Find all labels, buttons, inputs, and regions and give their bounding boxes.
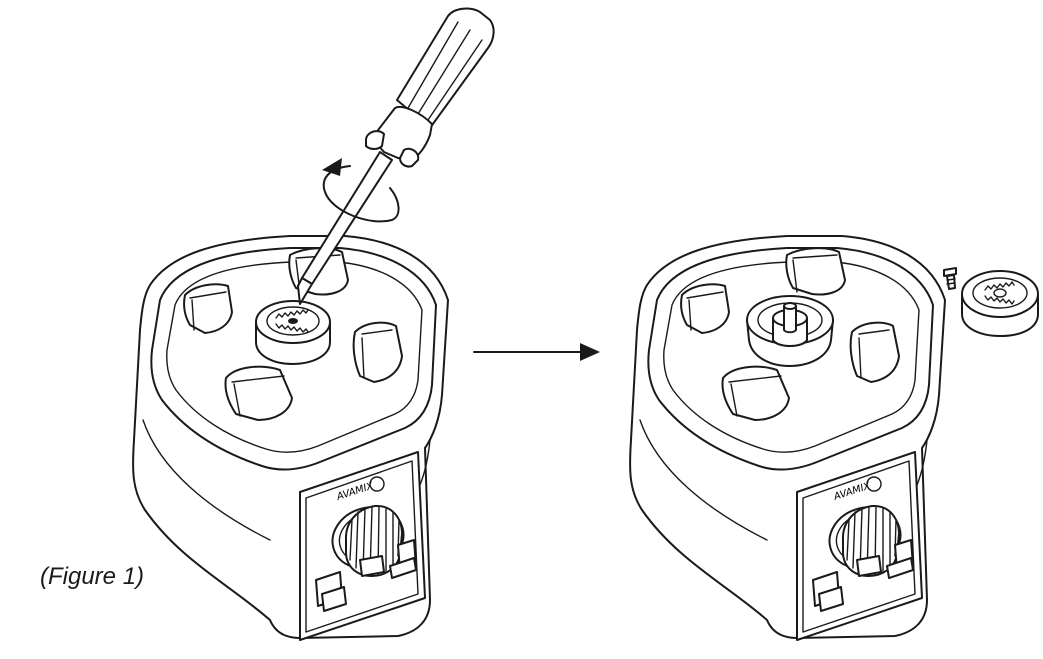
blender-base-before: [132, 235, 449, 641]
blender-base-after: [629, 235, 946, 641]
rotation-arrow-icon: [322, 158, 400, 223]
coupling-cap-removed: [961, 270, 1039, 337]
right-arrow-icon: [473, 343, 600, 361]
drive-socket-exposed: [746, 295, 834, 367]
screwdriver-icon: [297, 7, 495, 305]
coupling-cap-installed: [255, 300, 331, 365]
screw-icon: [943, 267, 957, 290]
figure-caption: (Figure 1): [40, 563, 145, 590]
